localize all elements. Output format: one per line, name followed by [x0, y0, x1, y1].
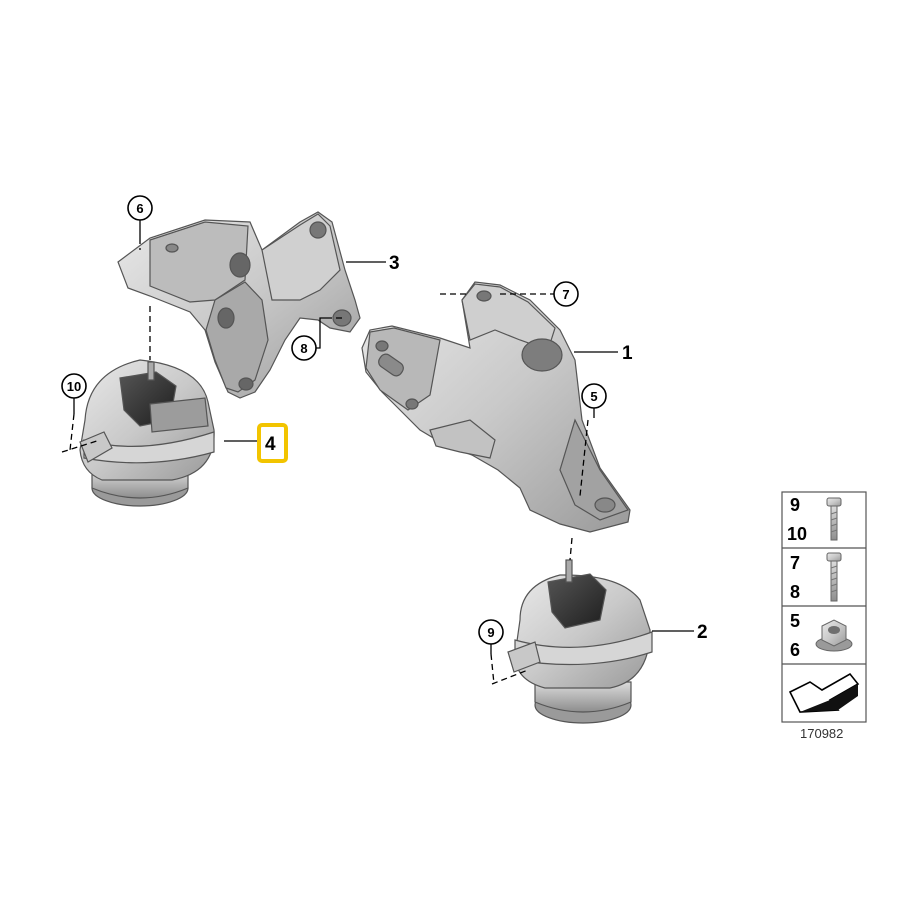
- svg-text:8: 8: [790, 582, 800, 602]
- legend-row-bolt-long: 7 8: [790, 552, 842, 602]
- svg-text:8: 8: [300, 341, 307, 356]
- svg-text:2: 2: [697, 622, 708, 643]
- svg-text:6: 6: [790, 640, 800, 660]
- engine-mount-part-4: [79, 359, 215, 507]
- svg-text:7: 7: [562, 287, 569, 302]
- callout-4-highlighted[interactable]: 4: [257, 423, 288, 463]
- callout-3: 3: [389, 253, 400, 274]
- svg-text:9: 9: [487, 625, 494, 640]
- highlight-box: [257, 423, 288, 463]
- engine-mount-part-2: [507, 559, 653, 724]
- legend-row-bolt-short: 9 10: [787, 495, 842, 544]
- callout-6: 6: [127, 195, 153, 221]
- bolt-long-icon: [826, 552, 842, 602]
- engine-bracket-part-3: [117, 211, 361, 399]
- bolt-short-icon: [826, 497, 842, 541]
- callout-5: 5: [581, 383, 607, 409]
- svg-text:3: 3: [389, 253, 400, 274]
- svg-text:9: 9: [790, 495, 800, 515]
- flange-nut-icon: [815, 619, 853, 652]
- callout-2: 2: [697, 622, 708, 643]
- svg-text:7: 7: [790, 553, 800, 573]
- hardware-legend: 9 10 7 8: [781, 491, 867, 723]
- svg-text:6: 6: [136, 201, 143, 216]
- callout-1: 1: [622, 343, 633, 364]
- engine-bracket-part-1: [361, 281, 631, 533]
- leader-lines: [61, 220, 694, 685]
- arrow-icon: [788, 672, 860, 713]
- legend-row-flange-nut: 5 6: [790, 611, 853, 660]
- callout-9: 9: [478, 619, 504, 645]
- callout-7: 7: [553, 281, 579, 307]
- svg-text:1: 1: [622, 343, 633, 364]
- svg-text:4: 4: [265, 434, 276, 455]
- svg-text:5: 5: [790, 611, 800, 631]
- callout-10: 10: [61, 373, 87, 399]
- svg-text:10: 10: [67, 379, 81, 394]
- catalog-number: 170982: [800, 726, 843, 741]
- svg-text:10: 10: [787, 524, 807, 544]
- callout-8: 8: [291, 335, 317, 361]
- svg-text:5: 5: [590, 389, 597, 404]
